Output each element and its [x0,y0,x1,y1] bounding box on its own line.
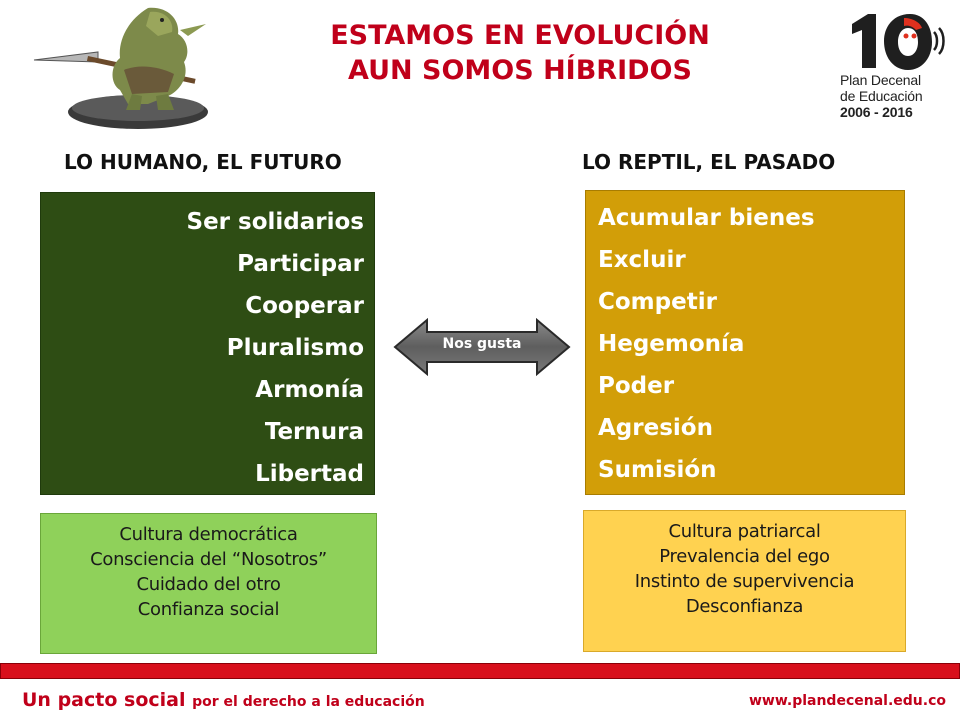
reptile-summary-line: Desconfianza [685,596,804,617]
reptile-values-box: Acumular bienes Excluir Competir Hegemon… [585,190,905,495]
reptile-value-item: Hegemonía [598,331,745,357]
logo-line-1: Plan Decenal [840,72,921,88]
reptile-value-item: Poder [598,373,675,399]
human-value-item: Libertad [255,461,364,487]
reptile-summary-line: Instinto de supervivencia [634,571,855,592]
human-value-item: Ternura [264,419,364,445]
logo-text: Plan Decenal de Educación 2006 - 2016 [840,72,950,120]
title-line-2: AUN SOMOS HÍBRIDOS [348,55,692,86]
heading-reptile-past: LO REPTIL, EL PASADO [582,150,836,174]
logo-years: 2006 - 2016 [840,104,913,120]
double-arrow-icon [393,318,571,376]
footer: Un pacto social por el derecho a la educ… [0,681,960,720]
human-summary-line: Consciencia del “Nosotros” [90,549,327,570]
footer-slogan: Un pacto social por el derecho a la educ… [22,689,425,711]
reptile-value-item: Competir [598,289,717,315]
logo-line-2: de Educación [840,88,923,104]
reptile-value-item: Excluir [598,247,686,273]
plan-decenal-logo: Plan Decenal de Educación 2006 - 2016 [840,10,950,128]
title-line-1: ESTAMOS EN EVOLUCIÓN [330,20,710,51]
human-summary-line: Confianza social [137,599,280,620]
arrow-label: Nos gusta [442,336,522,352]
ten-years-logo-icon [852,14,945,70]
footer-slogan-sub: por el derecho a la educación [192,694,425,710]
reptile-value-item: Acumular bienes [598,205,815,231]
human-summary-line: Cultura democrática [119,524,298,545]
human-value-item: Ser solidarios [186,209,364,235]
human-values-box: Ser solidarios Participar Cooperar Plura… [40,192,375,495]
reptile-value-item: Agresión [598,415,713,441]
reptile-summary-box: Cultura patriarcal Prevalencia del ego I… [583,510,906,652]
human-value-item: Armonía [255,377,364,403]
human-value-item: Participar [237,251,364,277]
human-summary-box: Cultura democrática Consciencia del “Nos… [40,513,377,654]
slide-title: ESTAMOS EN EVOLUCIÓN AUN SOMOS HÍBRIDOS [230,18,810,88]
reptile-warrior-figure [33,7,208,129]
footer-slogan-main: Un pacto social [22,689,186,711]
footer-divider-bar [0,663,960,679]
human-value-item: Pluralismo [226,335,364,361]
footer-url-link[interactable]: www.plandecenal.edu.co [748,693,946,709]
reptile-value-item: Sumisión [598,457,717,483]
human-summary-line: Cuidado del otro [136,574,281,595]
heading-human-future: LO HUMANO, EL FUTURO [64,150,342,174]
reptile-summary-line: Prevalencia del ego [659,546,830,567]
reptile-summary-line: Cultura patriarcal [668,521,821,542]
human-value-item: Cooperar [245,293,364,319]
